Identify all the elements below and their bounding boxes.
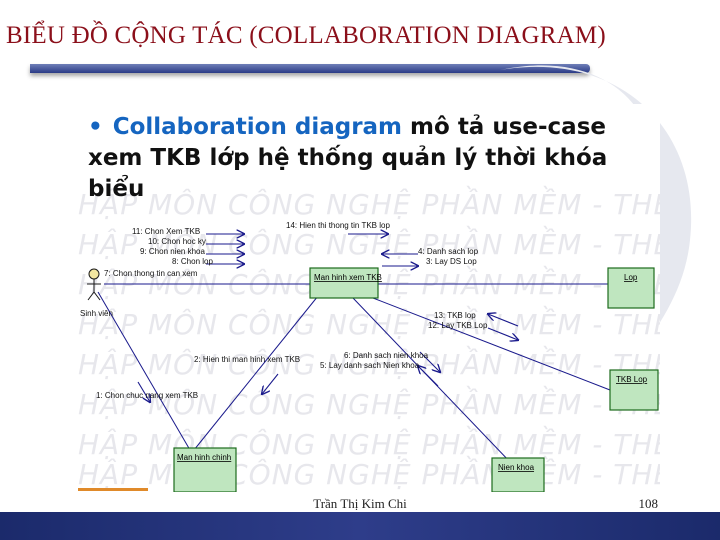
- object-man-hinh-chinh: Man hinh chinh: [173, 447, 237, 492]
- object-label: Lop: [624, 273, 638, 282]
- footer-author: Trần Thị Kim Chi: [313, 496, 407, 511]
- message-label: 2: Hien thi man hinh xem TKB: [194, 355, 300, 364]
- watermark-text: HẬP MÔN CÔNG NGHỆ PHẦN MỀM - THB - ĐHSP …: [78, 188, 660, 221]
- object-lop: Lop: [607, 267, 655, 309]
- object-label: Man hinh xem TKB: [314, 273, 382, 282]
- message-arrow: [488, 314, 519, 327]
- bullet-body-text: mô tả use-case xem TKB lớp hệ thống quản…: [88, 114, 608, 202]
- message-label: 14: Hien thi thong tin TKB lop: [286, 221, 390, 230]
- collaboration-diagram: Sinh viên Man hinh xem TKB Lop TKB Lop M…: [80, 221, 659, 492]
- actor-icon: [87, 268, 101, 301]
- page-number: 108: [638, 496, 659, 511]
- watermark-text: HẬP MÔN CÔNG NGHỆ PHẦN MỀM - THB - ĐHSP …: [78, 388, 660, 421]
- message-arrow: [137, 381, 150, 402]
- object-label: TKB Lop: [616, 375, 648, 384]
- message-label: 5: Lay danh sach Nien khoa: [320, 361, 420, 370]
- bullet-paragraph: • Collaboration diagram mô tả use-case xe…: [88, 112, 648, 205]
- message-arrow: [262, 373, 279, 394]
- message-arrow: [419, 351, 440, 372]
- actor-label: Sinh viên: [80, 309, 113, 318]
- message-label: 6: Danh sach nien khoa: [344, 351, 429, 360]
- title-underline-bar: [30, 64, 590, 73]
- footer-bar: [0, 512, 720, 540]
- bullet-dot-icon: •: [88, 114, 103, 140]
- association-lines: [97, 283, 611, 465]
- message-arrow: [418, 366, 439, 387]
- diagram-underline-accent: [78, 488, 148, 491]
- object-label: Man hinh chinh: [177, 453, 231, 462]
- link-manhinhxem-tkblop: [372, 297, 611, 391]
- message-label: 9: Chon nien khoa: [140, 247, 205, 256]
- slide-title: BIỂU ĐỒ CỘNG TÁC (COLLABORATION DIAGRAM): [6, 22, 606, 49]
- message-label: 13: TKB lop: [434, 311, 476, 320]
- message-arrow: [487, 327, 518, 340]
- object-man-hinh-xem-tkb: Man hinh xem TKB: [309, 267, 382, 299]
- message-label: 12: Lay TKB Lop: [428, 321, 488, 330]
- link-actor-manhinhchinh: [97, 291, 191, 451]
- bullet-accent-text: Collaboration diagram: [112, 114, 403, 140]
- link-manhinhxem-manhinhchinh: [193, 295, 319, 451]
- object-tkb-lop: TKB Lop: [609, 369, 659, 411]
- message-label: 11: Chon Xem TKB: [132, 227, 200, 236]
- message-label: 10: Chon hoc ky: [148, 237, 206, 246]
- watermark-text: HẬP MÔN CÔNG NGHỆ PHẦN MỀM - THB - ĐHSP …: [78, 308, 660, 341]
- message-label: 8: Chon lop: [172, 257, 213, 266]
- message-label: 4: Danh sach lop: [418, 247, 479, 256]
- object-nien-khoa: Nien khoa: [491, 457, 545, 492]
- object-label: Nien khoa: [498, 463, 535, 472]
- message-label: 1: Chon chuc nang xem TKB: [96, 391, 198, 400]
- message-label: 7: Chon thong tin can xem: [104, 269, 198, 278]
- diagram-image: HẬP MÔN CÔNG NGHỆ PHẦN MỀM - THB - ĐHSP …: [78, 104, 660, 492]
- watermark-text: HẬP MÔN CÔNG NGHỆ PHẦN MỀM - THB - ĐHSP …: [78, 348, 660, 381]
- message-label: 3: Lay DS Lop: [426, 257, 477, 266]
